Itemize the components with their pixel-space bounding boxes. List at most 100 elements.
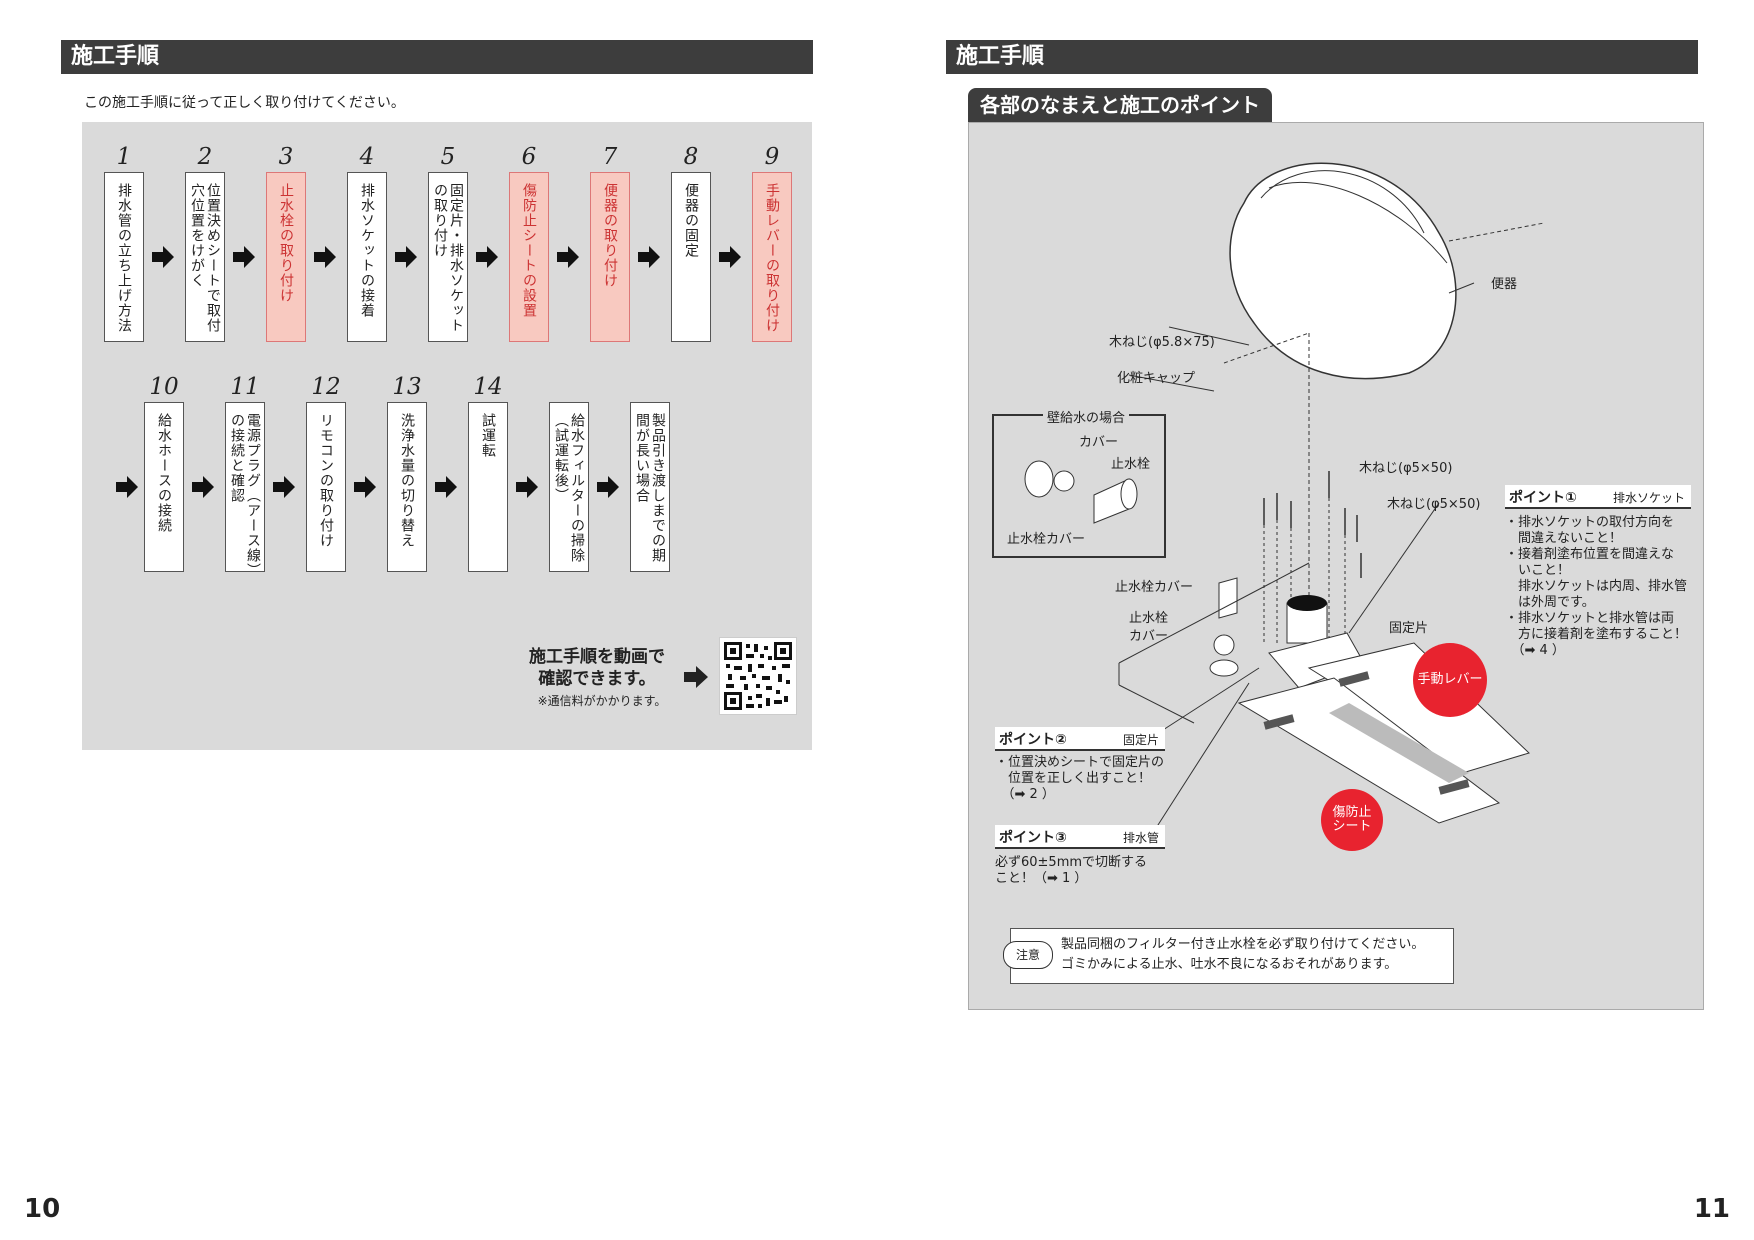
step-number: 4 [359,144,375,170]
step-number: 5 [440,144,456,170]
label-cover: カバー [1079,435,1119,450]
video-note: ※通信料がかかります。 [537,694,667,708]
arrow-right-icon [684,666,708,688]
caution-line-1: 製品同梱のフィルター付き止水栓を必ず取り付けてください。 [1061,937,1425,952]
section-header: 施工手順 [61,40,813,74]
point-2-text: ・位置決めシートで固定片の 位置を正しく出すこと！ （➡ 2 ） [995,755,1175,803]
step-11: 11 電源プラグ（アース線）の接続と確認 [225,374,265,572]
step-label: 製品引き渡しまでの期間が長い場合 [634,413,666,563]
arrow-right-icon [192,476,214,498]
step-4: 4 排水ソケットの接着 [347,144,387,342]
arrow-right-icon [395,246,417,268]
arrow-right-icon [233,246,255,268]
step-box: 傷防止シートの設置 [509,172,549,342]
arrow-right-icon [116,476,138,498]
step-label: 手動レバーの取り付け [764,183,780,333]
arrow-right-icon [314,246,336,268]
label-wood-screw-small-2: 木ねじ(φ5×50) [1387,497,1481,512]
badge-protection-sheet: 傷防止シート [1321,789,1383,851]
step-label: 位置決めシートで取付穴位置をけがく [189,183,221,333]
caution-icon: 注意 [1003,941,1053,969]
point-line: 位置を正しく出すこと！ [995,771,1152,786]
label-stop-valve: 止水栓 [1111,457,1151,472]
point-line: 間違えないこと！ [1505,531,1623,546]
point-line: 必ず60±5mmで切断する [995,855,1148,870]
label-cover-2: カバー [1129,629,1169,644]
video-line-1: 施工手順を動画で [529,647,665,667]
arrow-right-icon [476,246,498,268]
step-label: 給水ホースの接続 [156,413,172,533]
step-label: 傷防止シートの設置 [521,183,537,318]
step-box: 洗浄水量の切り替え [387,402,427,572]
caution-note: 注意 製品同梱のフィルター付き止水栓を必ず取り付けてください。 ゴミかみによる止… [1003,928,1454,984]
point-line: こと！（➡ 1 ） [995,871,1088,886]
step-box: 給水ホースの接続 [144,402,184,572]
intro-text: この施工手順に従って正しく取り付けてください。 [84,95,405,111]
point-line: 排水ソケットは内周、排水管 [1505,579,1688,594]
step-box: 便器の固定 [671,172,711,342]
badge-manual-lever: 手動レバー [1413,643,1487,717]
label-wall-supply: 壁給水の場合 [1043,407,1130,426]
step-number: 10 [149,374,179,400]
arrow-right-icon [152,246,174,268]
label-toilet-bowl: 便器 [1491,277,1518,292]
step-number: 6 [521,144,537,170]
label-decor-cap: 化粧キャップ [1117,371,1196,386]
parts-diagram: 便器 木ねじ(φ5.8×75) 化粧キャップ 壁給水の場合 カバー 止水栓 止水… [968,122,1704,1010]
step-9: 9 手動レバーの取り付け [752,144,792,342]
step-box: 固定片・排水ソケットの取り付け [428,172,468,342]
step-box: 製品引き渡しまでの期間が長い場合 [630,402,670,572]
page-number: 10 [24,1194,61,1224]
arrow-right-icon [719,246,741,268]
video-line-2: 確認できます。 [538,669,656,689]
step-box: 便器の取り付け [590,172,630,342]
point-line: （➡ 2 ） [995,787,1055,802]
step-number: 11 [230,374,260,400]
step-6: 6 傷防止シートの設置 [509,144,549,342]
step-box: 手動レバーの取り付け [752,172,792,342]
point-line: ・位置決めシートで固定片の [995,755,1165,770]
step-number: 7 [602,144,618,170]
left-page: 施工手順 この施工手順に従って正しく取り付けてください。 1 排水管の立ち上げ方法… [24,40,813,1224]
arrow-right-icon [638,246,660,268]
label-stop-valve-cover-2: 止水栓カバー [1115,580,1194,595]
step-number: 13 [392,374,422,400]
step-box: 試運転 [468,402,508,572]
point-line: ・排水ソケットと排水管は両 [1505,611,1675,626]
step-label: 便器の取り付け [602,183,618,288]
step-extra-6: 製品引き渡しまでの期間が長い場合 [630,402,670,572]
point-line: ・接着剤塗布位置を間違えな [1505,547,1675,562]
step-number: 9 [764,144,780,170]
qr-code[interactable] [720,638,796,714]
arrow-right-icon [557,246,579,268]
step-box: リモコンの取り付け [306,402,346,572]
step-box: 排水管の立ち上げ方法 [104,172,144,342]
step-label: 排水ソケットの接着 [359,183,375,318]
step-label: 排水管の立ち上げ方法 [116,183,132,333]
step-label: 給水フィルターの掃除（試運転後） [553,413,585,563]
step-box: 給水フィルターの掃除（試運転後） [549,402,589,572]
step-number: 8 [683,144,699,170]
step-label: 電源プラグ（アース線）の接続と確認 [229,413,261,571]
arrow-right-icon [354,476,376,498]
video-promo: 施工手順を動画で 確認できます。 ※通信料がかかります。 [522,638,802,732]
arrow-right-icon [435,476,457,498]
step-box: 排水ソケットの接着 [347,172,387,342]
label-wood-screw-large: 木ねじ(φ5.8×75) [1109,335,1215,350]
point-3-text: 必ず60±5mmで切断すること！（➡ 1 ） [995,855,1175,887]
parts-illustration [992,162,1545,840]
point-line: 方に接着剤を塗布すること！ [1505,627,1688,642]
right-page: 施工手順 11 [877,0,1754,1240]
step-number: 2 [197,144,213,170]
step-extra-5: 給水フィルターの掃除（試運転後） [549,402,589,572]
step-number: 1 [116,144,132,170]
step-1: 1 排水管の立ち上げ方法 [104,144,144,342]
step-label: 試運転 [480,413,496,458]
arrow-right-icon [273,476,295,498]
step-number: 3 [278,144,294,170]
step-2: 2 位置決めシートで取付穴位置をけがく [185,144,225,342]
